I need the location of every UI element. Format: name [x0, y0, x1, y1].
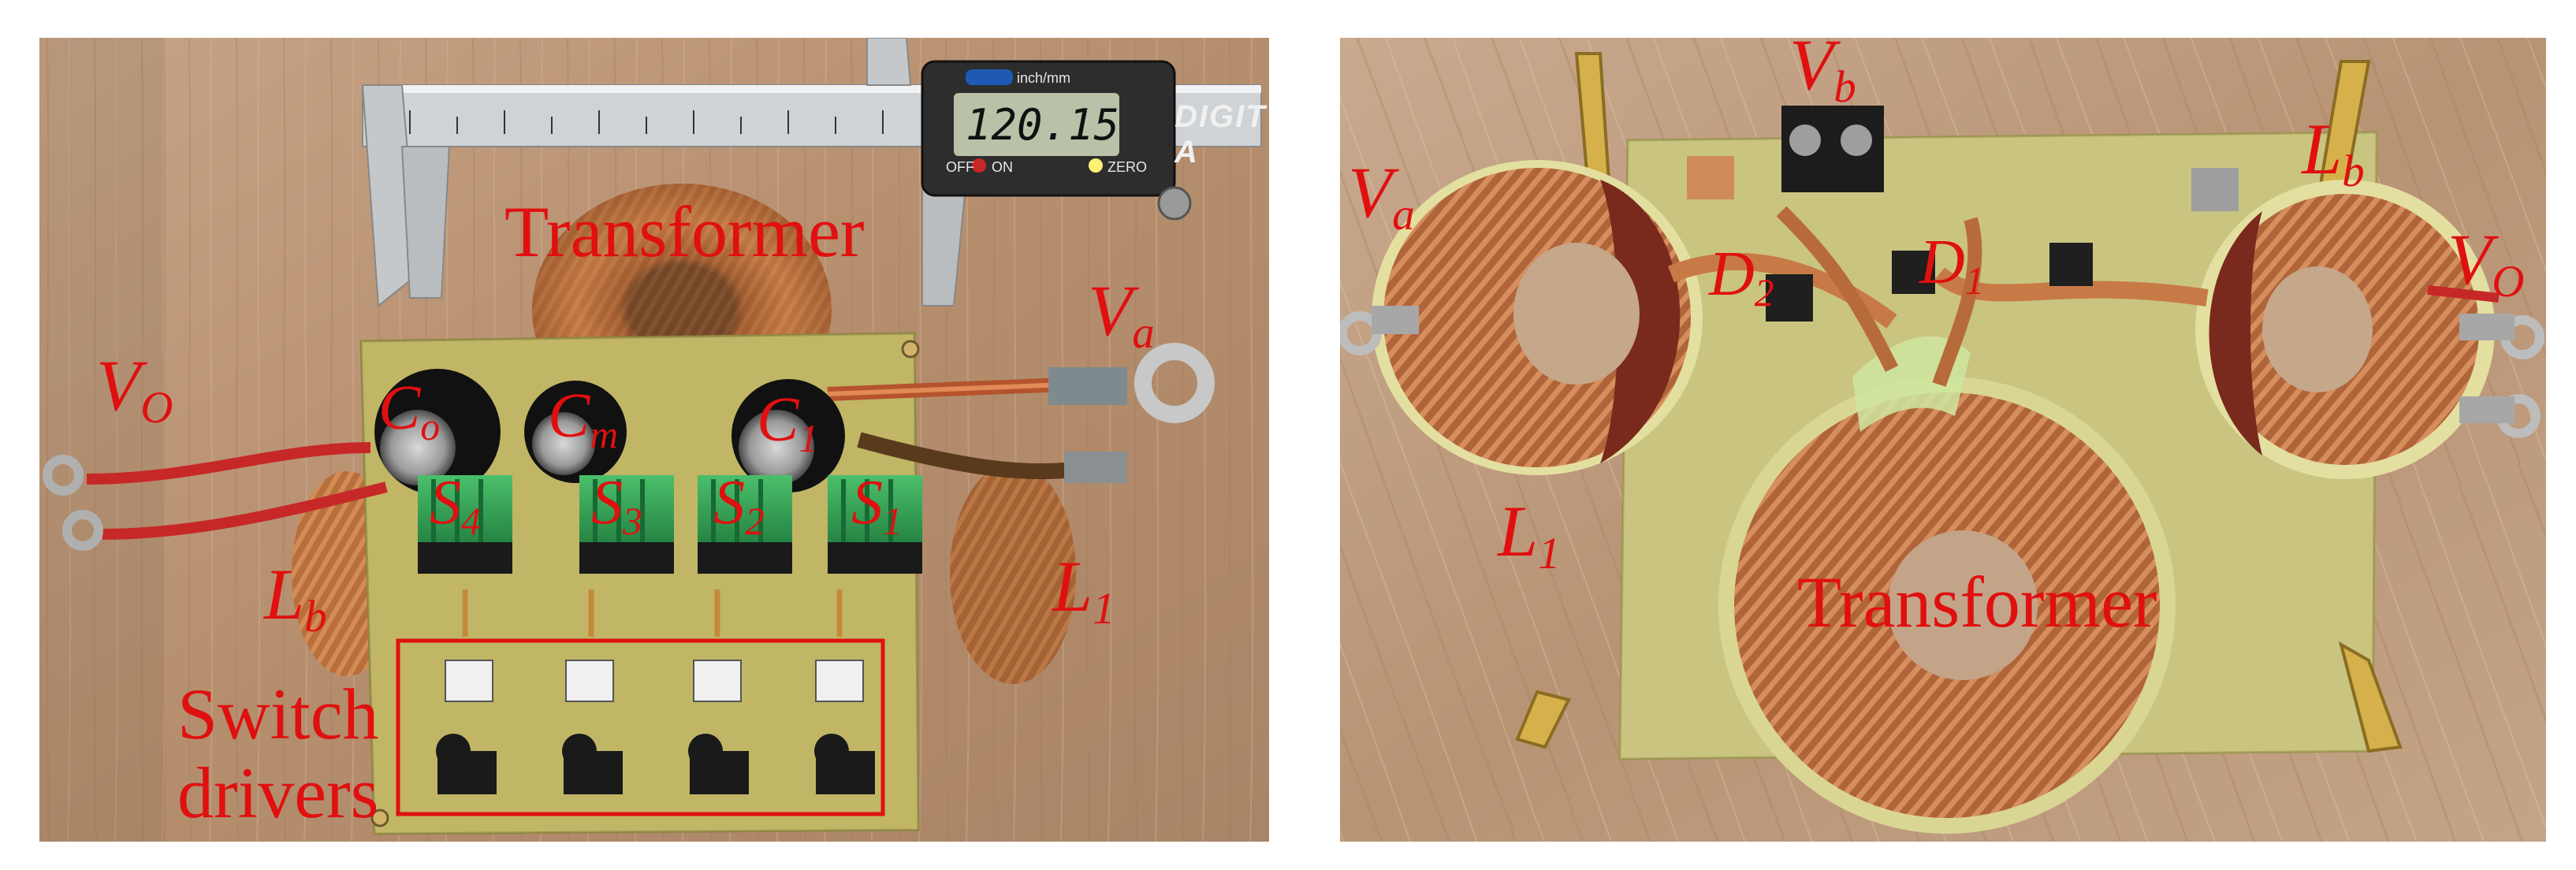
label-l1-left: L1 — [1052, 546, 1115, 634]
caliper-on-label: ON — [992, 159, 1013, 175]
label-vo-left: VO — [96, 345, 173, 433]
label-co: Co — [378, 374, 441, 448]
label-switch-drivers-line2: drivers — [177, 753, 379, 833]
right-photo-panel: Vb Va Lb VO D2 D1 L1 Transformer — [1340, 38, 2546, 842]
label-vo-right: VO — [2448, 219, 2525, 307]
left-photo-panel: 120.15 inch/mm OFF ON ZERO DIGIT A Trans… — [39, 38, 1269, 842]
label-vb: Vb — [1789, 38, 1856, 112]
caliper-zero-label: ZERO — [1107, 159, 1148, 175]
left-photo — [39, 38, 1269, 842]
label-lb-left: Lb — [264, 554, 327, 641]
label-transformer-left: Transformer — [504, 191, 865, 272]
caliper-reading: 120.15 — [966, 100, 1120, 150]
label-s1: S1 — [851, 468, 903, 543]
label-s4: S4 — [430, 468, 481, 543]
label-va-right: Va — [1348, 152, 1415, 240]
label-s3: S3 — [591, 468, 642, 543]
label-s2: S2 — [713, 468, 765, 543]
label-d1: D1 — [1919, 228, 1985, 303]
label-d2: D2 — [1709, 240, 1774, 314]
label-l1-right: L1 — [1498, 491, 1561, 578]
label-transformer-right: Transformer — [1797, 562, 2157, 642]
label-cm: Cm — [548, 381, 619, 456]
label-c1: C1 — [757, 385, 819, 460]
caliper-off-label: OFF — [946, 159, 974, 175]
caliper-brand: DIGIT A — [1174, 99, 1267, 169]
label-va-left: Va — [1088, 270, 1155, 358]
label-lb-right: Lb — [2302, 109, 2365, 196]
caliper-units-label: inch/mm — [1017, 70, 1071, 86]
label-switch-drivers-line1: Switch — [177, 674, 379, 754]
right-photo — [1340, 38, 2546, 842]
